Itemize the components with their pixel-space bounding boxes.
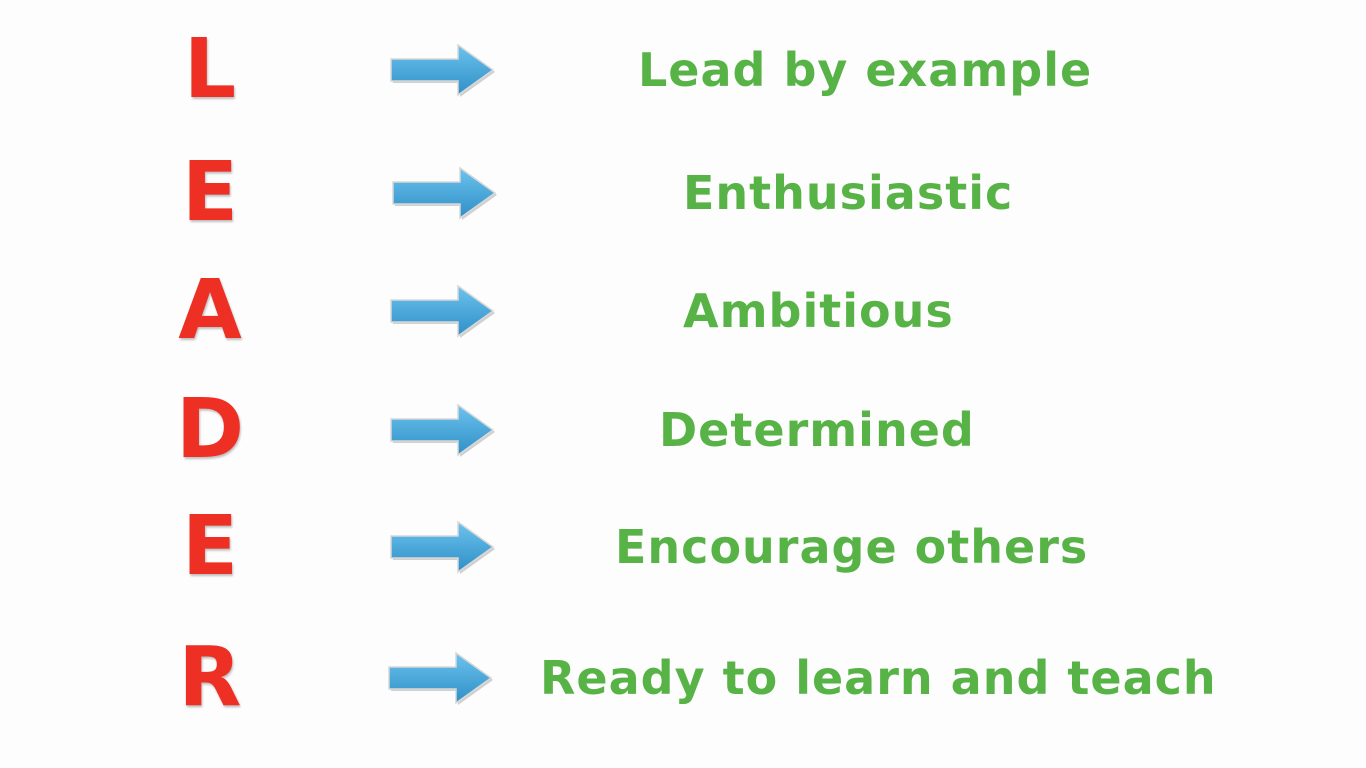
acrostic-phrase: Encourage others <box>615 520 1089 574</box>
acrostic-letter: E <box>181 499 238 594</box>
right-arrow-icon <box>388 519 496 575</box>
acrostic-row-d: D Determined <box>0 385 1366 475</box>
acrostic-row-a: A Ambitious <box>0 266 1366 356</box>
acrostic-letter: L <box>183 22 237 117</box>
right-arrow-icon <box>390 165 498 221</box>
acrostic-row-e1: E Enthusiastic <box>0 148 1366 238</box>
acrostic-letter: D <box>175 382 245 477</box>
acrostic-phrase: Enthusiastic <box>683 166 1014 220</box>
acrostic-letter: R <box>178 630 242 725</box>
acrostic-phrase: Determined <box>659 403 975 457</box>
right-arrow-icon <box>388 402 496 458</box>
acrostic-phrase: Ambitious <box>683 284 954 338</box>
acrostic-row-r: R Ready to learn and teach <box>0 633 1366 723</box>
acrostic-row-l: L Lead by example <box>0 25 1366 115</box>
acrostic-letter: E <box>181 145 238 240</box>
acrostic-phrase: Ready to learn and teach <box>540 651 1217 705</box>
right-arrow-icon <box>388 283 496 339</box>
right-arrow-icon <box>386 650 494 706</box>
acrostic-phrase: Lead by example <box>638 43 1093 97</box>
acrostic-row-e2: E Encourage others <box>0 502 1366 592</box>
acrostic-letter: A <box>178 263 242 358</box>
right-arrow-icon <box>388 42 496 98</box>
